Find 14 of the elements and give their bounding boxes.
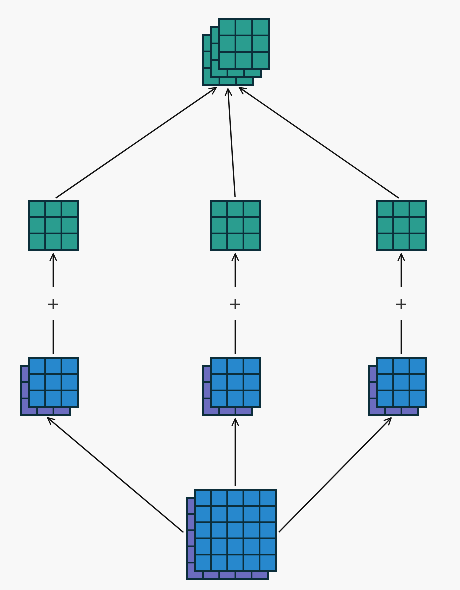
grid-drawing	[376, 200, 427, 251]
grid-drawing	[28, 200, 79, 251]
arrow	[238, 87, 400, 199]
arrow	[224, 88, 236, 198]
arrow	[47, 417, 184, 534]
grid-stack-drawing	[202, 18, 270, 86]
grid-stack-drawing	[202, 357, 261, 416]
arrow	[278, 418, 392, 533]
grid-stack-drawing	[20, 357, 79, 416]
grid-stack-drawing	[186, 489, 277, 580]
grid-drawing	[210, 200, 261, 251]
grid-stack-drawing	[368, 357, 427, 416]
arrow	[56, 87, 218, 199]
arrow	[232, 418, 240, 486]
